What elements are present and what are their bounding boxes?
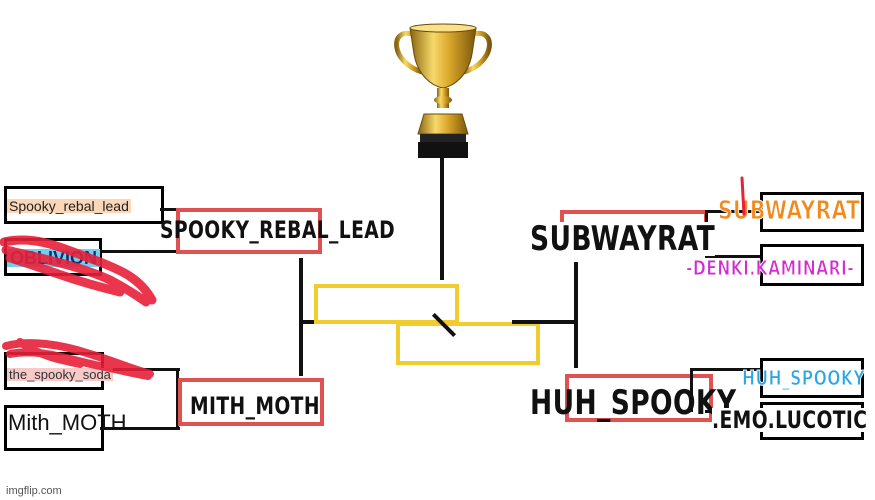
trophy-connector bbox=[440, 158, 444, 280]
connector bbox=[705, 255, 765, 258]
scribble-mark bbox=[740, 176, 746, 216]
left-slot-1-name: Spooky_rebal_lead bbox=[7, 198, 131, 214]
right-slot-1 bbox=[760, 192, 864, 232]
right-slot-3-name: HUH_SPOOKY bbox=[742, 366, 866, 390]
connector bbox=[574, 262, 578, 368]
connector bbox=[512, 320, 576, 324]
right-semi-2 bbox=[565, 374, 713, 422]
right-slot-3 bbox=[760, 358, 864, 398]
scribble-mark bbox=[2, 338, 154, 380]
right-slot-2-name: -DENKI.KAMINARI- bbox=[686, 256, 855, 280]
connector bbox=[100, 427, 180, 430]
right-slot-1-name: SUBWAYRAT bbox=[718, 196, 861, 226]
left-slot-3-name: the_spooky_soda bbox=[7, 367, 113, 382]
connector bbox=[176, 368, 179, 430]
right-slot-2 bbox=[760, 244, 864, 286]
connector bbox=[690, 368, 765, 371]
connector bbox=[690, 368, 693, 412]
left-semi-2-name: MITH_MOTH bbox=[190, 392, 320, 420]
right-semi-2-name: HUH_SPOOKY bbox=[530, 383, 737, 423]
left-semi-2 bbox=[178, 378, 324, 426]
connector bbox=[299, 258, 303, 376]
connector bbox=[705, 210, 765, 213]
left-semi-1 bbox=[176, 208, 322, 254]
right-slot-4-name: .EMO.LUCOTIC bbox=[712, 406, 868, 434]
right-semi-1-name: SUBWAYRAT bbox=[530, 219, 716, 259]
trophy-icon bbox=[394, 23, 492, 158]
connector bbox=[160, 208, 180, 211]
watermark: imgflip.com bbox=[6, 485, 62, 497]
connector bbox=[100, 250, 180, 253]
scribble-mark bbox=[0, 235, 157, 307]
left-semi-1-name: SPOOKY_REBAL_LEAD bbox=[160, 216, 396, 244]
final-box-left bbox=[314, 284, 459, 324]
left-slot-4-name: Mith_MOTH bbox=[8, 410, 127, 435]
final-box-right bbox=[396, 322, 540, 365]
